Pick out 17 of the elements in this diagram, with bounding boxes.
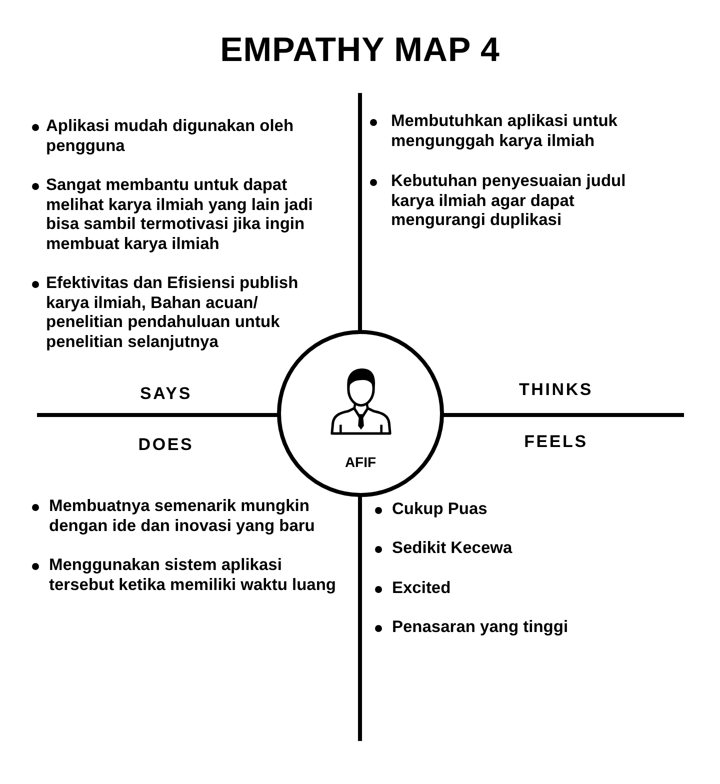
list-item-text: Membuatnya semenarik mungkin dengan ide dan inovasi yang baru: [49, 497, 316, 536]
list-item-text: Sangat membantu untuk dapat melihat karya ilmiah yang lain jadi bisa sambil termotivasi jika ingin membuat karya ilmiah: [46, 176, 314, 254]
list-item-text: Cukup Puas: [392, 500, 488, 520]
quadrant-heading: THINKS: [518, 379, 594, 401]
list-item-text: Aplikasi mudah digunakan oleh pengguna: [46, 117, 295, 156]
list-item-text: Menggunakan sistem aplikasi tersebut ketika memiliki waktu luang: [49, 556, 338, 596]
quadrant-heading: SAYS: [139, 383, 193, 405]
title: EMPATHY MAP 4: [219, 30, 501, 70]
persona-name: AFIF: [344, 453, 378, 471]
quadrant-heading: DOES: [137, 434, 195, 456]
list-item-text: Efektivitas dan Efisiensi publish karya ilmiah, Bahan acuan/ penelitian pendahuluan untuk penelitian selanjutnya: [46, 274, 300, 352]
list-item-text: Membutuhkan aplikasi untuk mengunggah karya ilmiah: [391, 112, 618, 152]
quadrant-heading: FEELS: [523, 431, 589, 453]
list-item-text: Kebutuhan penyesuaian judul karya ilmiah agar dapat mengurangi duplikasi: [391, 172, 627, 231]
list-item-text: Excited: [392, 579, 452, 599]
list-item-text: Penasaran yang tinggi: [392, 618, 570, 638]
list-item-text: Sedikit Kecewa: [392, 539, 514, 559]
